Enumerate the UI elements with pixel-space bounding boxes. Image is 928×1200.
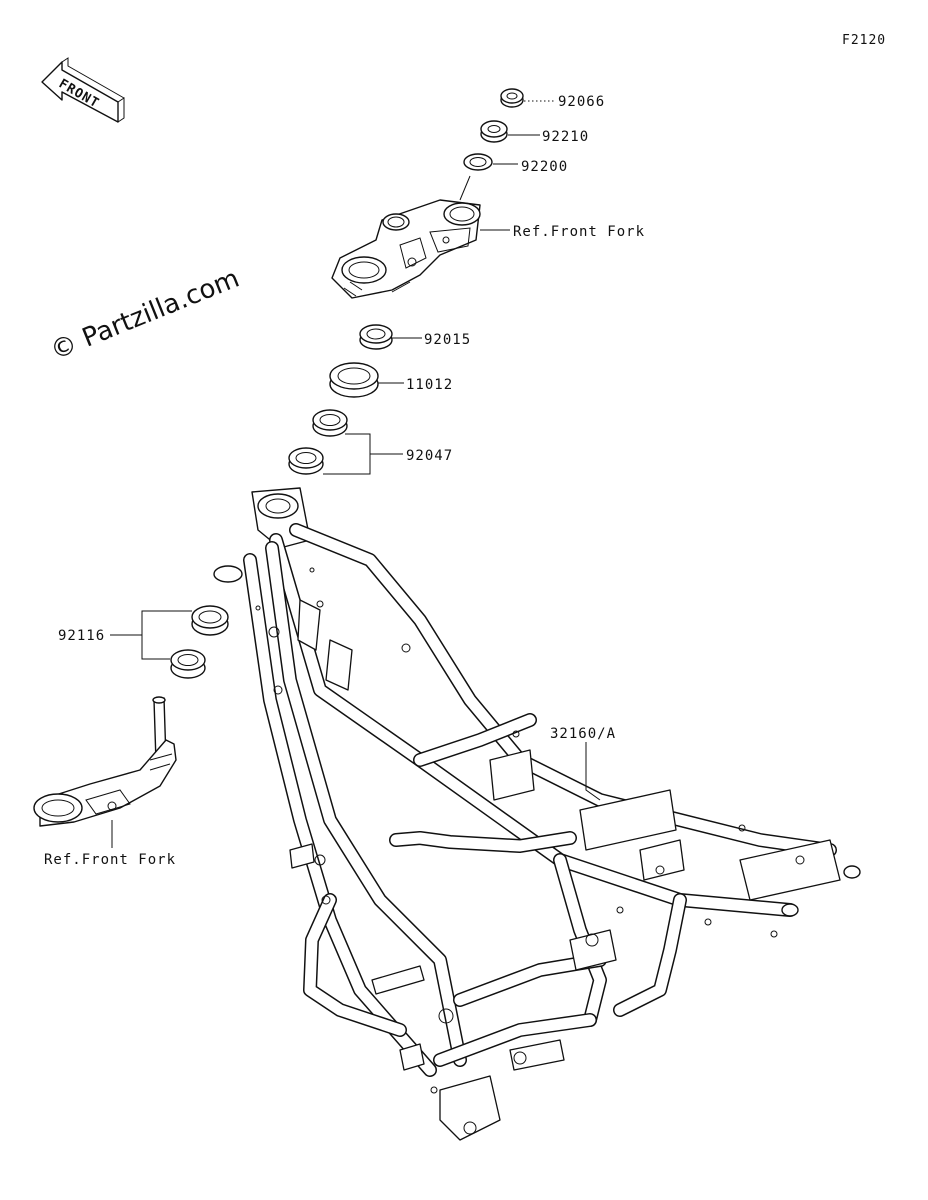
upper-triple-clamp xyxy=(331,175,510,299)
part-92200-washer xyxy=(463,153,518,171)
label-92015: 92015 xyxy=(424,332,471,348)
label-ref-front-fork-top: Ref.Front Fork xyxy=(513,224,645,240)
label-92047: 92047 xyxy=(406,448,453,464)
front-arrow-icon: FRONT xyxy=(41,57,125,123)
part-92015-seal xyxy=(359,324,422,350)
label-ref-front-fork-bottom: Ref.Front Fork xyxy=(44,852,176,868)
diagram-id: F2120 xyxy=(842,33,886,48)
label-92200: 92200 xyxy=(521,159,568,175)
main-frame xyxy=(213,487,861,1141)
watermark: © Partzilla.com xyxy=(46,264,243,367)
part-11012-cap xyxy=(329,362,404,398)
part-92116-races xyxy=(110,605,229,679)
lower-triple-clamp xyxy=(33,696,177,848)
label-32160-a: 32160/A xyxy=(550,726,616,742)
part-92210-nut xyxy=(480,120,540,143)
part-92066-nut xyxy=(500,88,556,108)
label-92066: 92066 xyxy=(558,94,605,110)
label-92116: 92116 xyxy=(58,628,105,644)
label-92210: 92210 xyxy=(542,129,589,145)
label-11012: 11012 xyxy=(406,377,453,393)
part-92047-bearings xyxy=(288,409,403,475)
